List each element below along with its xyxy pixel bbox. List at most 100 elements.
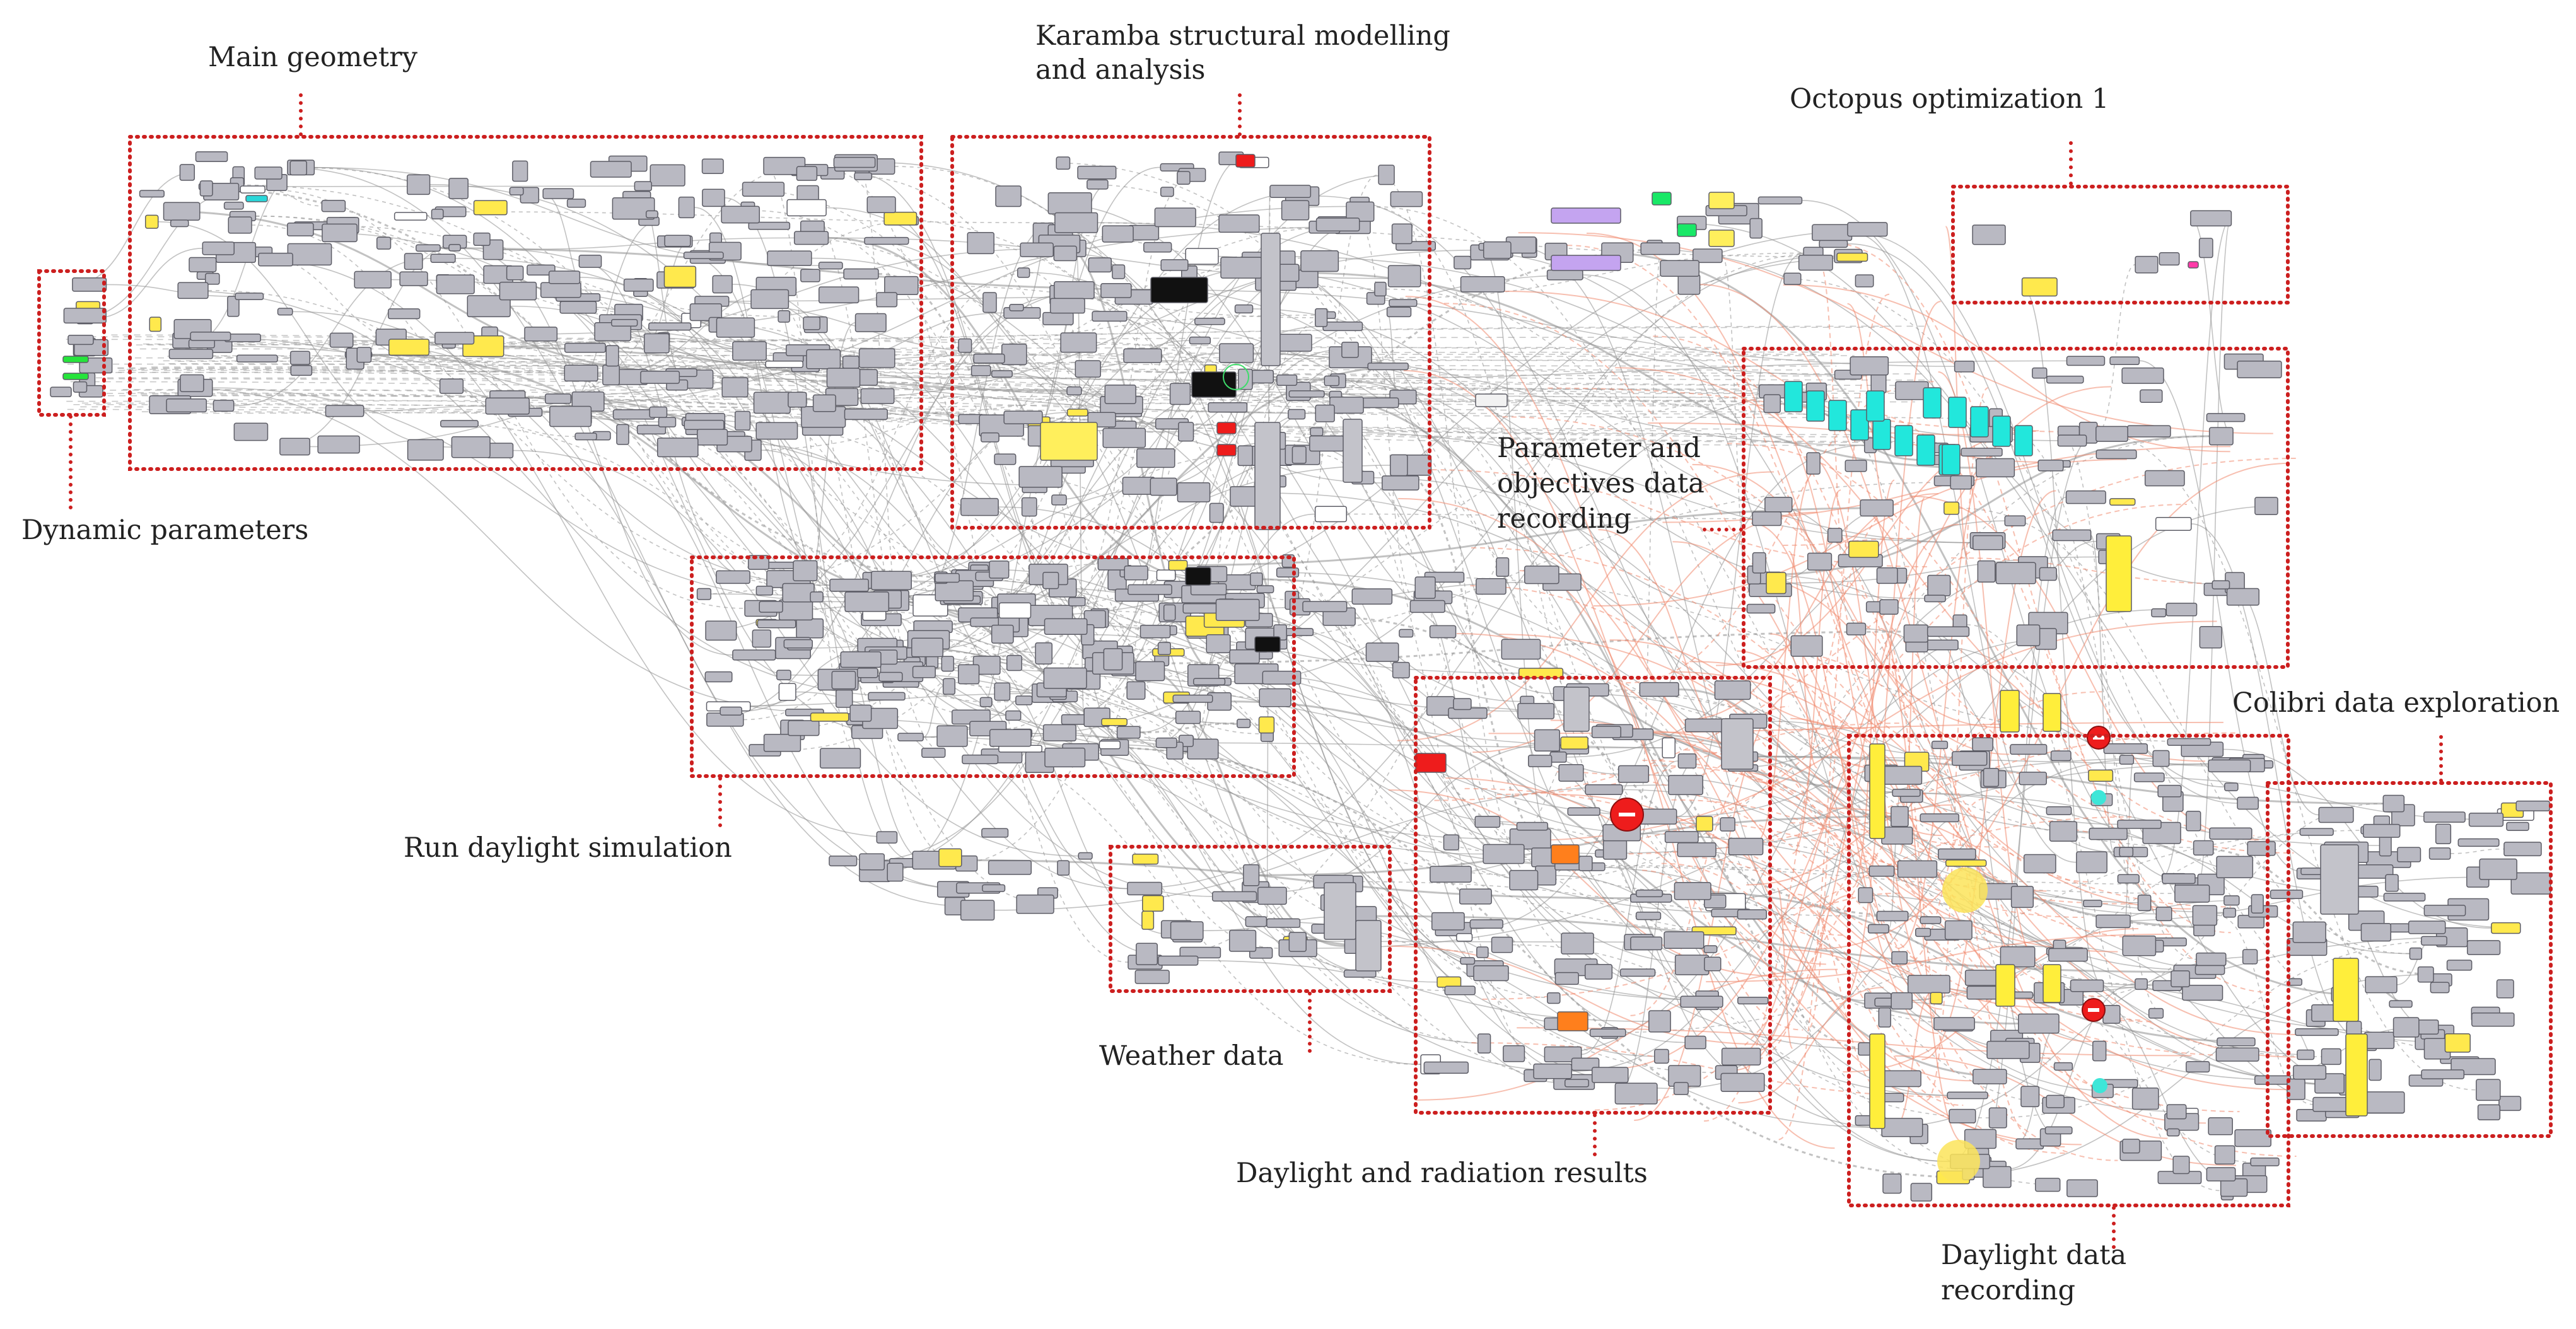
component-node: [1276, 374, 1298, 386]
colored-component: [1475, 393, 1508, 407]
component-node: [1868, 865, 1895, 877]
component-node: [1766, 572, 1786, 595]
wire: [1443, 303, 2030, 774]
component-node: [1134, 970, 1170, 984]
component-node: [1100, 283, 1132, 298]
component-node: [2032, 367, 2048, 379]
component-node: [2224, 782, 2239, 792]
wire: [1766, 721, 2118, 825]
component-node: [2155, 907, 2172, 922]
wire: [2190, 218, 2234, 437]
component-node: [2021, 277, 2058, 297]
component-node: [2152, 750, 2170, 767]
component-node: [393, 212, 428, 221]
component-node: [1047, 192, 1092, 215]
component-node: [1017, 267, 1030, 278]
component-node: [559, 301, 597, 314]
component-node: [1677, 753, 1697, 769]
component-node: [1983, 1166, 2012, 1188]
component-node: [1154, 207, 1196, 228]
component-node: [1891, 806, 1909, 827]
component-node: [1848, 540, 1879, 558]
recording-block: [1894, 425, 1913, 456]
component-node: [1300, 250, 1339, 272]
component-node: [1168, 560, 1188, 571]
wire: [465, 211, 1055, 224]
wire: [1550, 719, 2118, 953]
wire: [1851, 619, 1952, 779]
component-node: [2076, 851, 2107, 874]
component-node: [842, 356, 860, 369]
wire: [1571, 868, 1898, 1072]
component-node: [1256, 585, 1274, 594]
component-node: [1501, 639, 1541, 660]
component-node: [2297, 1049, 2315, 1060]
component-node: [995, 185, 1022, 207]
component-node: [2208, 1117, 2233, 1135]
component-node: [2435, 823, 2452, 844]
component-node: [1087, 179, 1109, 190]
wire: [2077, 830, 2410, 955]
component-node: [2126, 425, 2171, 438]
component-node: [1285, 628, 1314, 636]
component-node: [720, 706, 742, 716]
component-node: [2095, 426, 2128, 442]
component-node: [2186, 1060, 2210, 1073]
component-node: [1639, 682, 1679, 697]
component-node: [1763, 394, 1781, 414]
wire: [107, 395, 1915, 403]
component-node: [1561, 932, 1594, 955]
component-node: [829, 856, 858, 867]
component-node: [991, 370, 1013, 378]
component-node: [958, 338, 972, 353]
component-node: [2044, 1126, 2073, 1135]
component-node: [1157, 642, 1171, 656]
component-node: [1365, 642, 1399, 662]
leader-param: [1703, 528, 1743, 531]
wire: [67, 363, 1884, 377]
recording-block: [1942, 444, 1961, 475]
component-node: [1827, 528, 1843, 543]
component-node: [2186, 811, 2201, 832]
component-node: [524, 327, 558, 342]
nodes-layer: [50, 151, 2551, 1202]
wire: [1519, 570, 1835, 1149]
component-node: [1564, 1079, 1589, 1088]
wire: [1323, 615, 1908, 917]
component-node: [2479, 858, 2517, 880]
component-node: [1382, 475, 1419, 490]
wire: [1807, 455, 1943, 997]
component-node: [960, 900, 995, 921]
wire: [923, 686, 943, 738]
component-node: [1139, 625, 1171, 639]
wire: [1746, 804, 1953, 886]
component-node: [1517, 703, 1555, 719]
component-node: [2133, 772, 2165, 782]
wire: [1792, 489, 1841, 854]
component-node: [1915, 927, 1932, 937]
component-node: [884, 276, 919, 295]
component-node: [1696, 816, 1713, 832]
wire: [93, 248, 203, 319]
wire: [1155, 349, 1342, 487]
component-node: [1127, 881, 1163, 896]
component-node: [322, 223, 358, 243]
component-node: [1257, 886, 1287, 905]
component-node: [1951, 751, 1988, 766]
wire: [1783, 929, 1964, 1106]
component-node: [2020, 1086, 2040, 1108]
component-node: [1954, 361, 1975, 373]
wire: [1671, 799, 2084, 919]
leader-octopus: [2069, 141, 2073, 185]
wire: [67, 409, 1748, 430]
component-node: [750, 289, 790, 310]
component-node: [2468, 812, 2504, 827]
component-node: [1075, 360, 1101, 378]
wire: [1262, 578, 1532, 858]
component-node: [734, 410, 751, 431]
component-node: [656, 438, 699, 458]
component-node: [1346, 201, 1375, 222]
component-node: [2140, 389, 2163, 403]
component-node: [473, 200, 508, 216]
component-node: [1175, 711, 1201, 724]
